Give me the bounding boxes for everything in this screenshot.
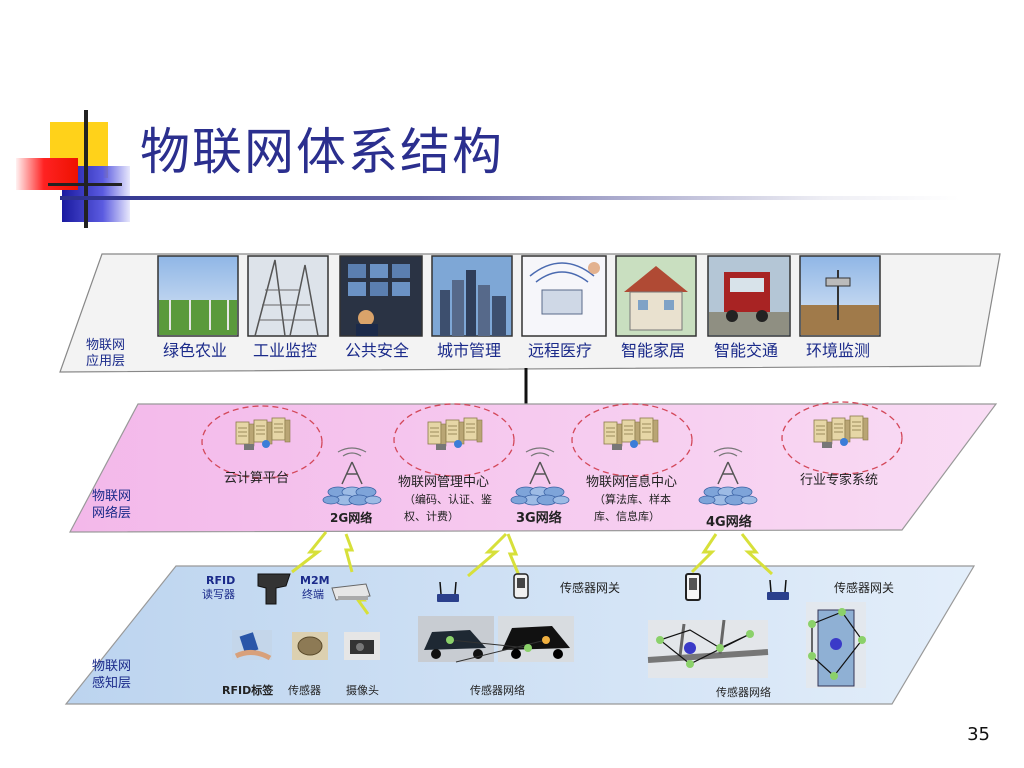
architecture-diagram: 物联网 应用层 绿色农业 工业监控 公共安全 城市管理 远程医疗 智能家居 智能…	[59, 253, 1001, 705]
network-layer-label-line1: 物联网	[92, 489, 131, 504]
expert-system-ring	[781, 401, 903, 475]
thumb-industrial-monitoring	[247, 255, 329, 337]
3g-network-label: 3G网络	[516, 510, 562, 526]
info-center-desc-2: 库、信息库）	[594, 509, 660, 523]
decor-vertical-line	[84, 110, 88, 228]
sensor-label: 传感器	[288, 684, 321, 697]
app-layer-label-line1: 物联网	[86, 338, 125, 353]
info-center-label: 物联网信息中心	[586, 474, 677, 490]
sensor-network-label-2: 传感器网络	[716, 685, 771, 699]
m2m-label-2: 终端	[302, 587, 324, 601]
handheld-device-icon	[685, 573, 701, 601]
cloud-platform-label: 云计算平台	[224, 471, 289, 486]
cloud-platform-ring	[201, 405, 323, 479]
building-sensor-network-image	[806, 602, 866, 688]
rfid-reader-label-2: 读写器	[202, 587, 235, 601]
4g-network-label: 4G网络	[706, 514, 752, 530]
mobile-phone-icon	[513, 573, 529, 599]
page-number: 35	[967, 724, 990, 745]
network-layer-plane	[69, 403, 998, 533]
vehicle-sensor-network-image	[418, 616, 574, 663]
2g-network-label: 2G网络	[330, 510, 372, 525]
rfid-reader-label-1: RFID	[206, 574, 235, 587]
perception-layer-label-line1: 物联网	[92, 659, 131, 674]
thumb-public-safety	[339, 255, 423, 337]
app-label-smart-traffic: 智能交通	[714, 341, 778, 360]
app-label-green-agriculture: 绿色农业	[163, 341, 227, 360]
app-label-environment-monitoring: 环境监测	[806, 341, 870, 360]
info-center-desc-1: （算法库、样本	[594, 492, 671, 506]
thumb-smart-home	[615, 255, 697, 337]
thumb-environment-monitoring	[799, 255, 881, 337]
thumb-remote-medical	[521, 255, 607, 337]
mgmt-center-desc-1: （编码、认证、鉴	[404, 492, 492, 506]
app-label-city-management: 城市管理	[437, 341, 501, 360]
network-layer-label-line2: 网络层	[92, 505, 131, 521]
sensor-gateway-label-2: 传感器网关	[834, 580, 894, 595]
thumb-green-agriculture	[157, 255, 239, 337]
camera-image	[344, 632, 380, 660]
mgmt-center-desc-2: 权、计费）	[404, 510, 459, 523]
app-label-public-safety: 公共安全	[345, 341, 409, 360]
rfid-tag-image	[232, 630, 272, 661]
info-center-ring	[571, 403, 693, 477]
m2m-label-1: M2M	[300, 574, 330, 587]
mgmt-center-label: 物联网管理中心	[398, 475, 489, 490]
decor-horizontal-line	[48, 183, 122, 186]
title-underline	[60, 196, 960, 200]
rfid-tag-label: RFID标签	[222, 683, 274, 697]
app-thumbnails	[157, 255, 881, 337]
sensor-image	[292, 632, 328, 660]
perception-layer-label-line2: 感知层	[92, 675, 131, 691]
thumb-smart-traffic	[707, 255, 791, 337]
thumb-city-management	[431, 255, 513, 337]
app-label-smart-home: 智能家居	[621, 341, 685, 360]
app-label-industrial-monitoring: 工业监控	[253, 341, 317, 360]
rfid-reader-icon	[257, 573, 291, 605]
sensor-network-label-1: 传感器网络	[470, 683, 525, 697]
app-label-remote-medical: 远程医疗	[528, 341, 592, 360]
camera-label: 摄像头	[346, 683, 379, 697]
bridge-sensor-network-image	[647, 619, 769, 678]
slide-title: 物联网体系结构	[140, 123, 504, 181]
app-layer-label-line2: 应用层	[86, 353, 125, 369]
expert-system-label: 行业专家系统	[800, 472, 878, 488]
sensor-gateway-label-1: 传感器网关	[560, 580, 620, 595]
m2m-terminal-icon	[331, 583, 371, 601]
mgmt-center-ring	[393, 403, 515, 477]
